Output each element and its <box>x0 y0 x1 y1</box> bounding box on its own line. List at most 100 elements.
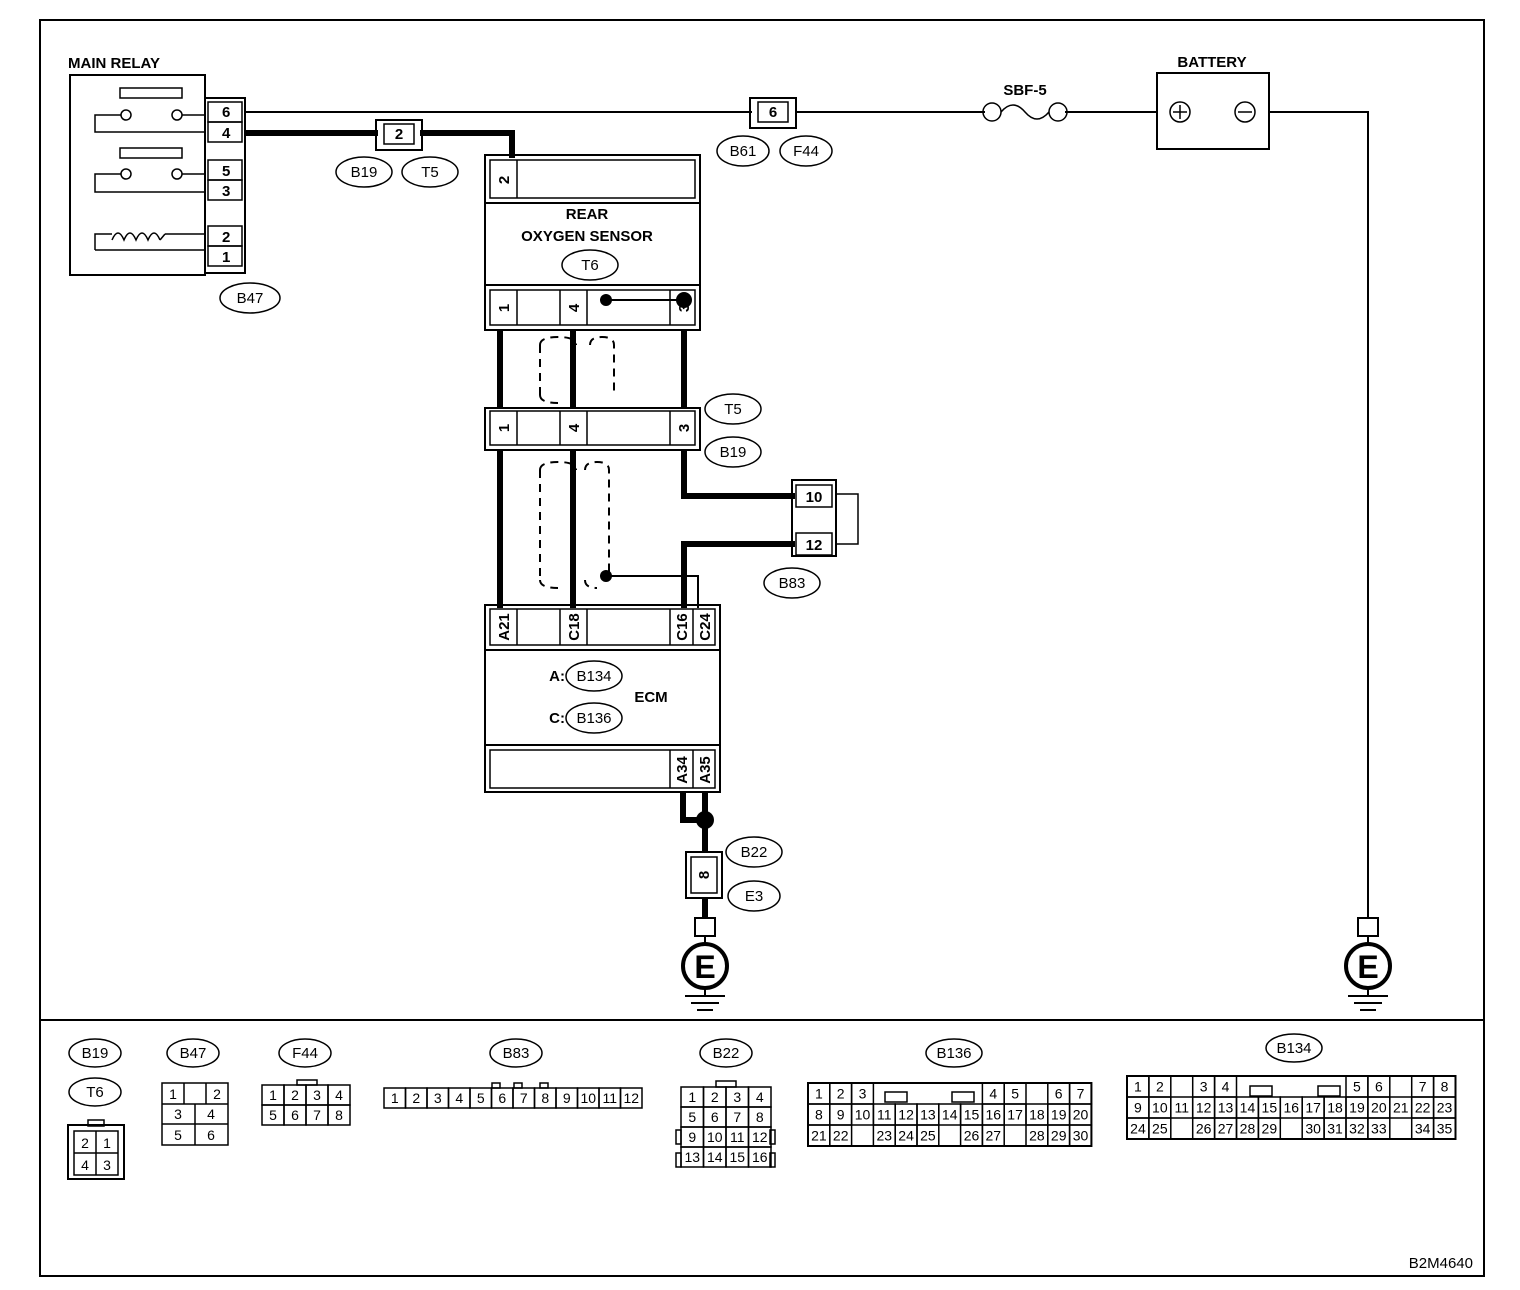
svg-text:B47: B47 <box>180 1045 207 1062</box>
legend-cell-label: 16 <box>752 1149 768 1165</box>
svg-text:1: 1 <box>496 304 513 312</box>
legend-cell <box>619 1087 643 1109</box>
legend-cell-label: 11 <box>1174 1100 1189 1116</box>
svg-text:C18: C18 <box>566 613 583 641</box>
svg-text:T5: T5 <box>724 401 742 418</box>
svg-text:A35: A35 <box>697 756 714 784</box>
svg-text:F44: F44 <box>793 143 819 160</box>
legend-cell-label: 6 <box>1055 1086 1063 1102</box>
legend-cell-label: 12 <box>898 1107 914 1123</box>
legend-cell-label: 16 <box>986 1107 1002 1123</box>
svg-text:10: 10 <box>806 489 823 506</box>
legend-cell-label: 23 <box>1437 1100 1453 1116</box>
legend-cell-label: 33 <box>1371 1121 1387 1137</box>
svg-text:OXYGEN SENSOR: OXYGEN SENSOR <box>521 228 653 245</box>
legend-cell-label: 7 <box>1419 1079 1427 1095</box>
ground-junction-dot <box>696 811 714 829</box>
legend-cell <box>747 1146 772 1168</box>
svg-text:1: 1 <box>103 1135 111 1151</box>
svg-text:C24: C24 <box>697 613 714 641</box>
svg-text:B19: B19 <box>82 1045 109 1062</box>
legend-cell-label: 26 <box>1196 1121 1212 1137</box>
svg-text:3: 3 <box>174 1106 182 1122</box>
legend-cell-label: 21 <box>811 1128 827 1144</box>
legend-cell-label: 7 <box>313 1107 321 1123</box>
relay-pin: 2 <box>222 229 230 246</box>
legend-cell-label: 11 <box>730 1129 745 1145</box>
legend-cell-label: 5 <box>1353 1079 1361 1095</box>
connector-b19-t5-upper: 2 B19 T5 <box>335 119 459 188</box>
svg-text:B136: B136 <box>936 1045 971 1062</box>
legend-cell-label: 12 <box>1196 1100 1212 1116</box>
legend-cell-label: 31 <box>1327 1121 1343 1137</box>
legend-cell-label: 29 <box>1051 1128 1067 1144</box>
legend-cell-label: 3 <box>1200 1079 1208 1095</box>
connector-b61-f44: 6 B61 F44 <box>716 97 833 167</box>
svg-text:T6: T6 <box>581 257 599 274</box>
wire-b19-to-sensor <box>420 130 515 158</box>
svg-text:B22: B22 <box>713 1045 740 1062</box>
legend-cell-label: 2 <box>412 1090 420 1106</box>
legend-cell-label: 5 <box>477 1090 485 1106</box>
legend-cell-label: 2 <box>291 1087 299 1103</box>
svg-text:2: 2 <box>213 1086 221 1102</box>
legend-cell-label: 9 <box>1134 1100 1142 1116</box>
shield-junction-dot <box>600 294 612 306</box>
legend-cell-label: 21 <box>1393 1100 1409 1116</box>
legend-cell-label: 12 <box>623 1090 639 1106</box>
main-relay: MAIN RELAY 6 4 5 3 2 1 B47 <box>68 55 281 314</box>
legend-cell-label: 29 <box>1262 1121 1278 1137</box>
svg-text:2: 2 <box>395 126 403 143</box>
svg-text:8: 8 <box>696 871 713 879</box>
svg-text:4: 4 <box>566 303 583 312</box>
legend-cell-label: 25 <box>1152 1121 1168 1137</box>
ecm: A21 C18 C16 C24 A: B134 ECM C: B136 A34 … <box>484 604 721 793</box>
legend-cell-label: 22 <box>1415 1100 1431 1116</box>
legend-cell-label: 28 <box>1240 1121 1256 1137</box>
legend-cell-label: 1 <box>269 1087 277 1103</box>
svg-text:ECM: ECM <box>634 689 667 706</box>
svg-text:2: 2 <box>81 1135 89 1151</box>
legend-b47: B47 1 2 3 4 5 6 <box>161 1038 229 1146</box>
svg-text:12: 12 <box>806 537 823 554</box>
svg-text:BATTERY: BATTERY <box>1177 54 1246 71</box>
legend-cell-label: 17 <box>1007 1107 1023 1123</box>
svg-text:B134: B134 <box>1276 1040 1311 1057</box>
legend-cell-label: 4 <box>989 1086 997 1102</box>
relay-pin: 5 <box>222 163 230 180</box>
legend-cell-label: 22 <box>833 1128 849 1144</box>
svg-text:1: 1 <box>169 1086 177 1102</box>
svg-text:SBF-5: SBF-5 <box>1003 82 1046 99</box>
battery: BATTERY <box>1156 54 1270 150</box>
legend-cell-label: 34 <box>1415 1121 1431 1137</box>
svg-text:3: 3 <box>103 1157 111 1173</box>
fuse-sbf5: SBF-5 <box>982 82 1068 122</box>
shield-junction-dot <box>600 570 612 582</box>
figure-code: B2M4640 <box>1409 1255 1473 1272</box>
wire-pin3-to-b83 <box>681 450 795 499</box>
relay-pin: 4 <box>222 125 231 142</box>
svg-text:2: 2 <box>496 176 513 184</box>
legend-cell-label: 2 <box>711 1089 719 1105</box>
legend-cell-label: 18 <box>1029 1107 1045 1123</box>
ground-left: E <box>681 917 729 1011</box>
connector-b22-e3: 8 B22 E3 <box>685 836 783 912</box>
legend-cell-label: 1 <box>688 1089 696 1105</box>
legend-cell-label: 10 <box>707 1129 723 1145</box>
legend-cell-label: 4 <box>455 1090 463 1106</box>
svg-text:4: 4 <box>207 1106 215 1122</box>
legend-cell-label: 14 <box>1240 1100 1256 1116</box>
connector-b83: 10 12 B83 <box>763 479 859 599</box>
legend-cell-label: 3 <box>859 1086 867 1102</box>
legend-cell-label: 13 <box>920 1107 936 1123</box>
shield-junction-dot <box>676 292 692 308</box>
legend-cell-label: 19 <box>1349 1100 1365 1116</box>
svg-text:6: 6 <box>769 104 777 121</box>
legend-cell-label: 14 <box>707 1149 723 1165</box>
svg-text:B19: B19 <box>351 164 378 181</box>
